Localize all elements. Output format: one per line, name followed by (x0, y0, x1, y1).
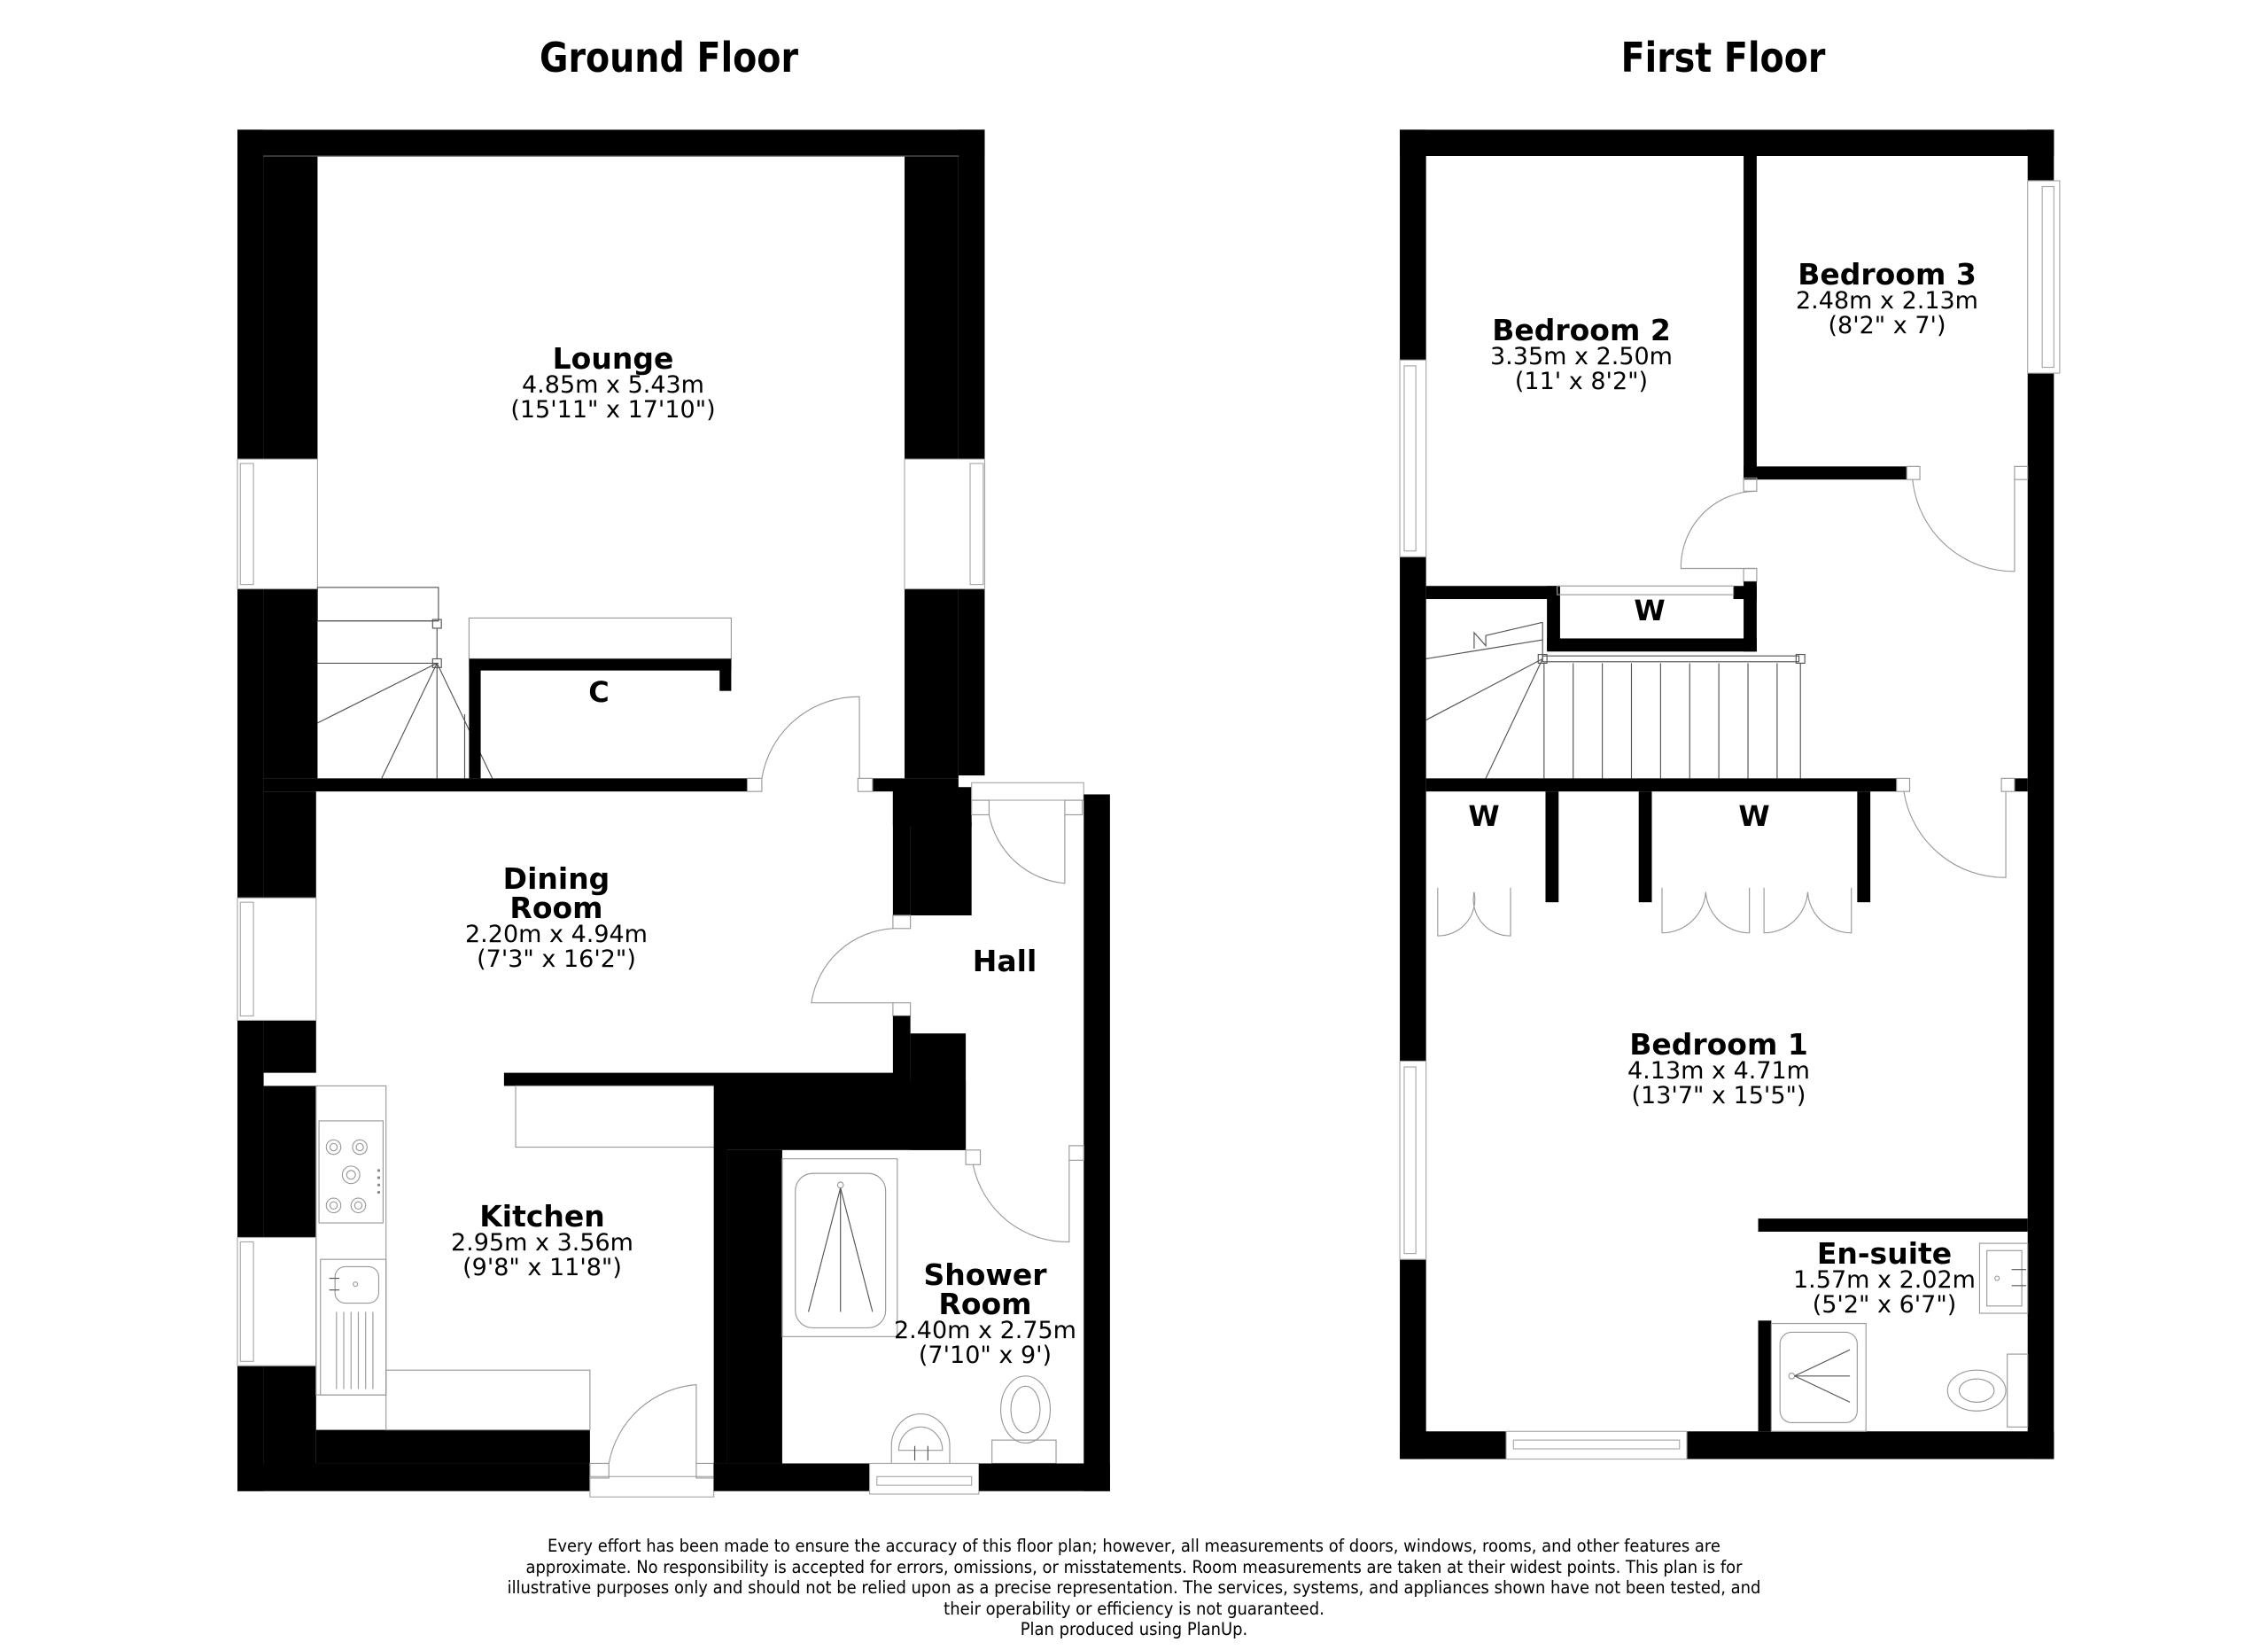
room-label-en-suite: En-suite 1.57m x 2.02m (5'2" x 6'7") (1793, 1239, 1976, 1318)
plan-credit: Plan produced using PlanUp. (1020, 1619, 1248, 1639)
room-dimension-metric: 2.20m x 4.94m (465, 921, 648, 948)
bath-icon (781, 1158, 898, 1337)
room-dimension-imperial: (8'2" x 7') (1828, 312, 1946, 339)
window-dining-west (237, 897, 317, 1021)
room-name: Bedroom 3 (1798, 257, 1977, 292)
room-dimension-metric: 4.13m x 4.71m (1627, 1057, 1810, 1085)
door-hall-front (971, 782, 1084, 884)
room-name-line2: Room (938, 1287, 1032, 1321)
wardrobe-label: W (1738, 799, 1770, 833)
window-shower-south (869, 1462, 980, 1495)
room-label-hall: Hall (973, 946, 1037, 976)
window-lounge-west (237, 458, 319, 590)
ensuite-basin-icon (1978, 1242, 2029, 1314)
door-bedroom2 (1680, 477, 1758, 582)
room-dimension-imperial: (15'11" x 17'10") (510, 396, 716, 424)
room-dimension-imperial: (7'3" x 16'2") (477, 946, 636, 973)
room-name: Kitchen (479, 1199, 605, 1234)
window-lounge-east (904, 458, 986, 590)
door-lounge-dining (746, 696, 874, 792)
room-name: Lounge (552, 341, 674, 376)
disclaimer-line: Every effort has been made to ensure the… (548, 1536, 1720, 1556)
room-name-line2: Room (509, 891, 603, 925)
room-dimension-metric: 2.48m x 2.13m (1796, 287, 1978, 315)
staircase-first (1425, 621, 1806, 779)
room-dimension-metric: 2.40m x 2.75m (894, 1317, 1076, 1344)
door-hall-shower (965, 1145, 1084, 1243)
door-kitchen-rear (589, 1384, 715, 1498)
disclaimer-line: approximate. No responsibility is accept… (525, 1556, 1743, 1577)
room-name-line1: Shower (923, 1257, 1047, 1292)
door-bedroom1 (1896, 777, 2016, 878)
basin-icon (890, 1413, 951, 1464)
room-name: Bedroom 1 (1629, 1027, 1808, 1062)
room-label-lounge: Lounge 4.85m x 5.43m (15'11" x 17'10") (510, 344, 715, 423)
room-name: Bedroom 2 (1492, 313, 1671, 347)
ground-floor-plan (237, 129, 1110, 1498)
first-floor-plan (1399, 129, 2061, 1460)
wardrobe-doors (1437, 887, 1852, 937)
door-dining-hall (811, 915, 912, 1017)
window-bedroom3-east (2027, 180, 2061, 374)
room-dimension-metric: 2.95m x 3.56m (451, 1229, 633, 1257)
room-dimension-imperial: (7'10" x 9') (918, 1342, 1052, 1369)
room-dimension-imperial: (9'8" x 11'8") (462, 1254, 622, 1281)
room-label-bedroom-3: Bedroom 3 2.48m x 2.13m (8'2" x 7') (1796, 260, 1978, 339)
room-name: En-suite (1816, 1236, 1953, 1271)
disclaimer: Every effort has been made to ensure the… (90, 1536, 2177, 1640)
room-name: Hall (972, 944, 1037, 978)
staircase-ground (316, 587, 493, 779)
room-dimension-imperial: (5'2" x 6'7") (1812, 1291, 1957, 1319)
room-name-line1: Dining (502, 861, 610, 896)
room-dimension-imperial: (11' x 8'2") (1514, 368, 1649, 395)
disclaimer-line: their operability or efficiency is not g… (944, 1598, 1324, 1619)
cupboard-c (468, 617, 732, 779)
room-label-bedroom-2: Bedroom 2 3.35m x 2.50m (11' x 8'2") (1490, 315, 1673, 394)
room-dimension-metric: 3.35m x 2.50m (1490, 343, 1673, 370)
wardrobe-label: W (1468, 799, 1500, 833)
shower-tray-icon (1770, 1322, 1867, 1432)
first-floor-title: First Floor (1620, 34, 1826, 82)
window-bedroom2-west (1399, 359, 1427, 557)
sink-icon (320, 1258, 387, 1396)
window-bedroom1-south (1505, 1430, 1688, 1460)
hob-icon (318, 1120, 384, 1224)
room-dimension-metric: 1.57m x 2.02m (1793, 1266, 1976, 1294)
door-bedroom3 (1906, 465, 2029, 572)
disclaimer-line: illustrative purposes only and should no… (507, 1577, 1761, 1598)
room-label-shower-room: Shower Room 2.40m x 2.75m (7'10" x 9') (894, 1260, 1076, 1368)
toilet-icon (991, 1375, 1057, 1465)
window-kitchen-west (237, 1236, 317, 1366)
room-dimension-imperial: (13'7" x 15'5") (1631, 1082, 1806, 1109)
cupboard-label: C (588, 675, 610, 709)
room-label-bedroom-1: Bedroom 1 4.13m x 4.71m (13'7" x 15'5") (1627, 1030, 1810, 1109)
wardrobe-landing (1425, 581, 1757, 652)
room-label-kitchen: Kitchen 2.95m x 3.56m (9'8" x 11'8") (451, 1202, 633, 1280)
room-dimension-metric: 4.85m x 5.43m (522, 371, 704, 399)
room-label-dining-room: Dining Room 2.20m x 4.94m (7'3" x 16'2") (465, 864, 648, 972)
wardrobe-label: W (1634, 594, 1666, 627)
ensuite-toilet-icon (1946, 1353, 2029, 1428)
ground-floor-title: Ground Floor (539, 34, 799, 82)
window-bedroom1-west (1399, 1060, 1427, 1260)
